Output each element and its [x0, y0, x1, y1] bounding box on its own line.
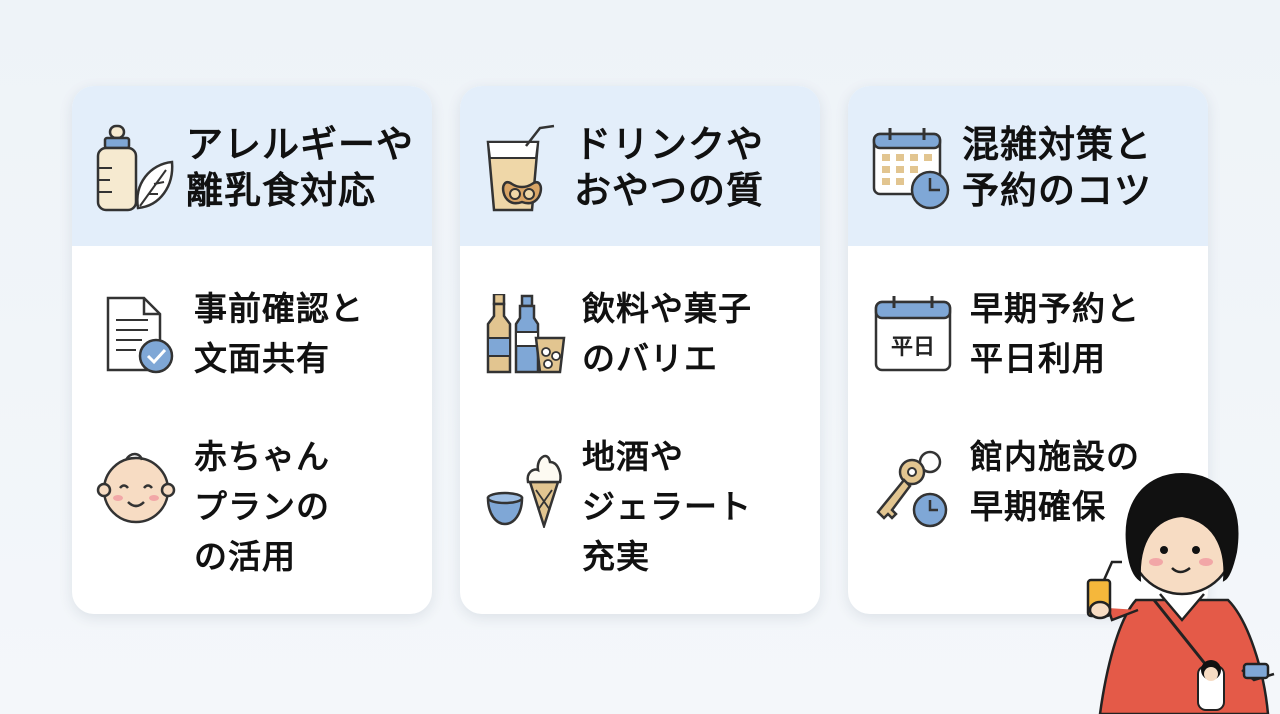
key-clock-icon — [876, 450, 948, 528]
card-drinks: ドリンクや おやつの質 飲料や菓子 のバリエ 地酒や ジェラート 充実 — [460, 86, 820, 614]
item-text: 早期予約と 平日利用 — [970, 289, 1140, 378]
baby-bottle-leaf-icon — [96, 124, 174, 212]
baby-face-icon — [96, 452, 176, 524]
calendar-clock-icon — [872, 128, 950, 210]
card-title: 混雑対策と 予約のコツ — [962, 123, 1152, 212]
item-text: 地酒や ジェラート 充実 — [582, 437, 752, 576]
document-check-icon — [106, 296, 174, 374]
weekday-calendar-icon: 平日 — [874, 296, 952, 372]
card-allergy: アレルギーや 離乳食対応 事前確認と 文面共有 赤ちゃん プランの の活用 — [72, 86, 432, 614]
sake-cup-gelato-icon — [486, 454, 562, 528]
card-header: アレルギーや 離乳食対応 — [72, 86, 432, 246]
item-text: 飲料や菓子 のバリエ — [582, 289, 752, 378]
item-text: 事前確認と 文面共有 — [194, 289, 364, 378]
bottles-snack-icon — [486, 294, 566, 374]
mascot-girl-illustration — [1086, 472, 1275, 714]
item-text: 赤ちゃん プランの の活用 — [194, 437, 330, 576]
card-header: 混雑対策と 予約のコツ — [848, 86, 1208, 246]
drink-pretzel-icon — [486, 124, 555, 212]
card-title: アレルギーや 離乳食対応 — [186, 123, 414, 212]
card-title: ドリンクや おやつの質 — [574, 123, 764, 212]
calendar-label: 平日 — [891, 335, 935, 360]
card-header: ドリンクや おやつの質 — [460, 86, 820, 246]
item-text: 館内施設の 早期確保 — [970, 437, 1140, 526]
